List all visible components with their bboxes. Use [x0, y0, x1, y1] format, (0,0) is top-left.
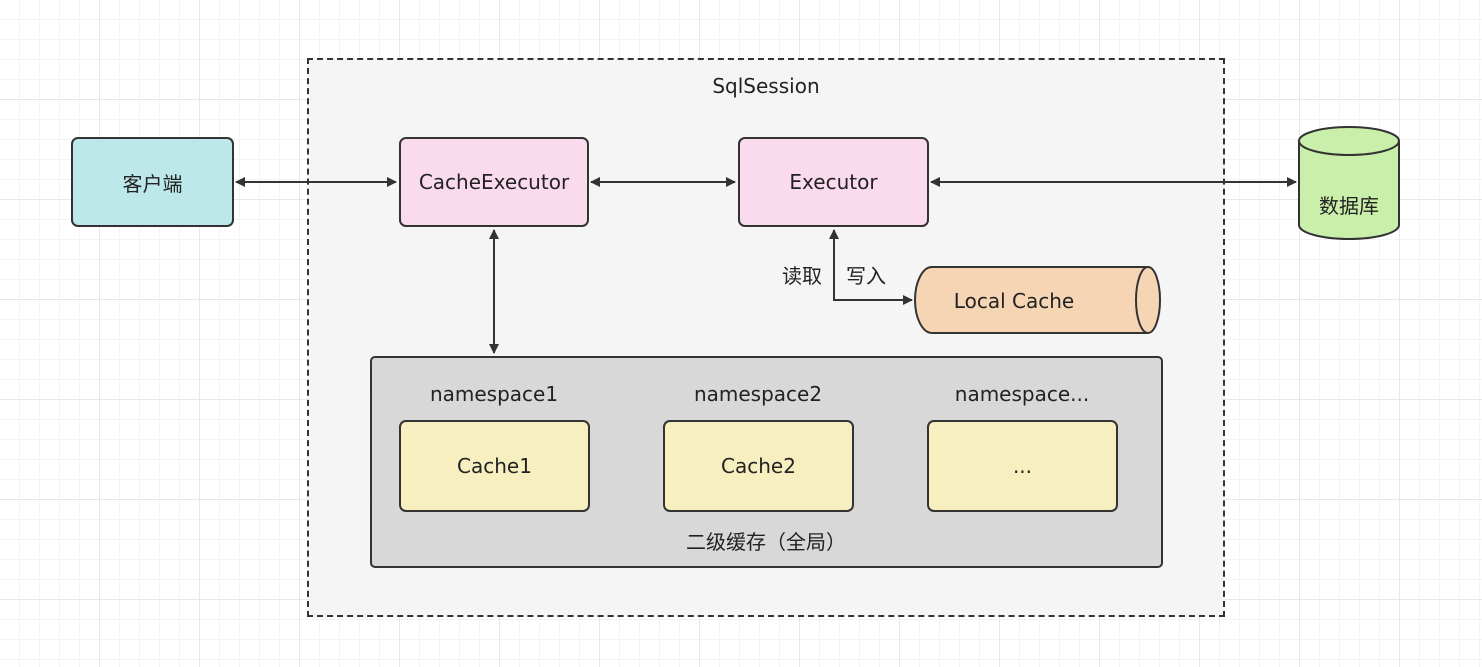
cache-executor-label: CacheExecutor: [418, 170, 570, 194]
read-label: 读取: [782, 264, 822, 288]
local-cache-label: Local Cache: [954, 289, 1074, 313]
executor-node[interactable]: Executor: [738, 137, 929, 227]
client-node[interactable]: 客户端: [71, 137, 234, 227]
arrow-executor-localcache: [829, 229, 913, 305]
namespace-cache-1[interactable]: Cache1: [399, 420, 590, 512]
namespace-3-label: namespace...: [954, 382, 1090, 406]
namespace-2-label: namespace2: [693, 382, 823, 406]
sqlsession-label: SqlSession: [712, 74, 820, 98]
namespace-cache-3-label: ...: [1012, 454, 1033, 478]
local-cache-cylinder[interactable]: [914, 266, 1161, 334]
cache-executor-node[interactable]: CacheExecutor: [399, 137, 589, 227]
namespace-cache-1-label: Cache1: [457, 454, 532, 478]
client-label: 客户端: [122, 171, 183, 196]
namespace-cache-2-label: Cache2: [721, 454, 796, 478]
database-label: 数据库: [1319, 194, 1379, 218]
write-label: 写入: [846, 264, 886, 288]
namespace-cache-3[interactable]: ...: [927, 420, 1118, 512]
database-cylinder[interactable]: [1298, 126, 1400, 240]
executor-label: Executor: [789, 170, 878, 194]
global-cache-label: 二级缓存（全局）: [686, 530, 846, 554]
namespace-cache-2[interactable]: Cache2: [663, 420, 854, 512]
namespace-1-label: namespace1: [429, 382, 559, 406]
